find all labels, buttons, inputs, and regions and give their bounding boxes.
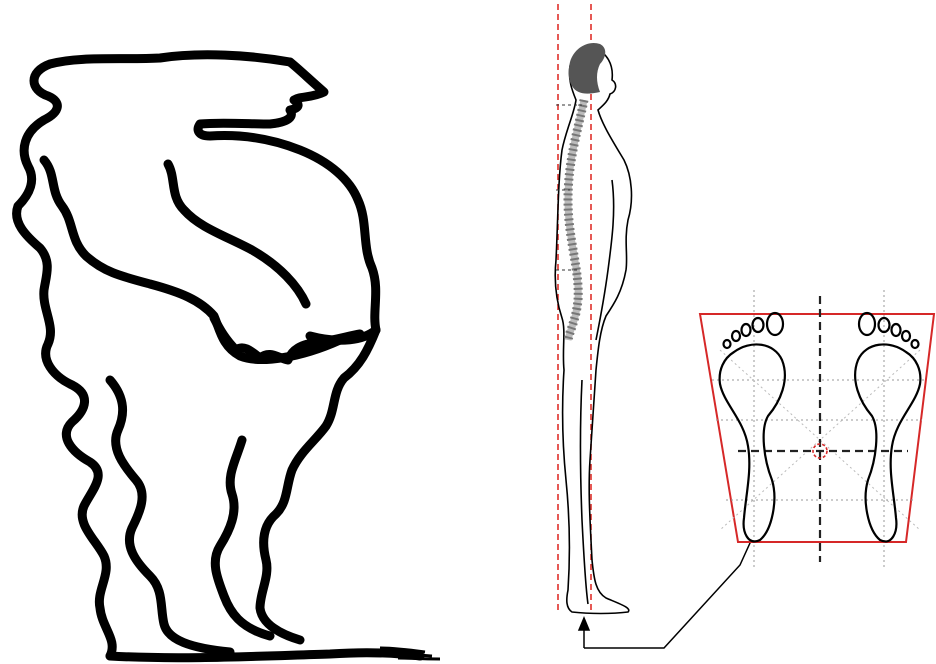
silhouette-arm-inner: [44, 160, 340, 359]
silhouette-feet: [110, 653, 420, 658]
silhouette-head-top: [198, 62, 376, 340]
silhouette-front: [260, 330, 376, 640]
foot-box: [700, 290, 934, 568]
head-hair: [569, 43, 606, 94]
silhouette-leg-back: [110, 380, 230, 652]
distorted-silhouette: [17, 55, 420, 658]
spine: [568, 100, 584, 340]
silhouette-upper-arm: [168, 164, 306, 304]
standing-figure-arm: [596, 180, 614, 340]
standing-figure-legs: [581, 380, 589, 604]
silhouette-hand: [214, 318, 360, 360]
